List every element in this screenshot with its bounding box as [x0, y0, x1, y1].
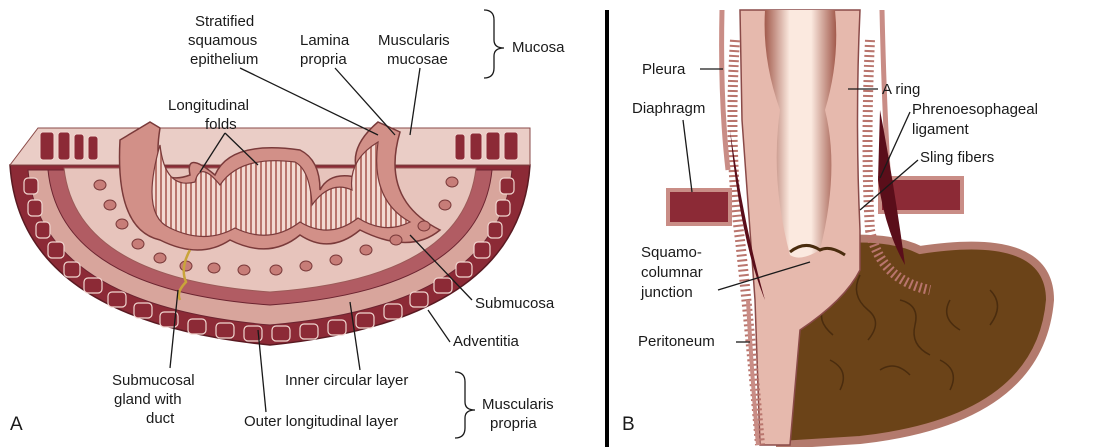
label-stratified-3: epithelium [190, 51, 258, 68]
label-lamina-1: Lamina [300, 32, 350, 49]
label-submucosal-gland-1: Submucosal [112, 372, 195, 389]
diaphragm-left [668, 190, 730, 224]
label-submucosal-gland-3: duct [146, 410, 175, 427]
label-lamina-2: propria [300, 51, 347, 68]
label-stratified-2: squamous [188, 32, 257, 49]
label-muscularis-mucosae-2: mucosae [387, 51, 448, 68]
panel-b-gastroesophageal-junction [668, 10, 1050, 445]
label-diaphragm: Diaphragm [632, 100, 705, 117]
label-phrenoesophageal-2: ligament [912, 121, 970, 138]
panel-letter-b: B [622, 414, 635, 435]
label-squamo-1: Squamo- [641, 244, 702, 261]
panel-a-cross-section [10, 122, 530, 345]
label-muscularis-propria-1: Muscularis [482, 396, 554, 413]
label-a-ring: A ring [882, 81, 920, 98]
label-submucosa: Submucosa [475, 295, 555, 312]
label-muscularis-propria-2: propria [490, 415, 537, 432]
pleura-left [722, 10, 728, 170]
label-peritoneum: Peritoneum [638, 333, 715, 350]
label-submucosal-gland-2: gland with [114, 391, 182, 408]
panel-letter-a: A [10, 414, 23, 435]
panel-divider [605, 10, 609, 447]
label-stratified-1: Stratified [195, 13, 254, 30]
label-squamo-3: junction [640, 284, 693, 301]
label-sling-fibers: Sling fibers [920, 149, 994, 166]
label-mucosa: Mucosa [512, 39, 565, 56]
label-outer-longitudinal: Outer longitudinal layer [244, 413, 398, 430]
label-phrenoesophageal-1: Phrenoesophageal [912, 101, 1038, 118]
label-longitudinal-folds-2: folds [205, 116, 237, 133]
label-squamo-2: columnar [641, 264, 703, 281]
label-adventitia: Adventitia [453, 333, 520, 350]
label-muscularis-mucosae-1: Muscularis [378, 32, 450, 49]
label-inner-circular: Inner circular layer [285, 372, 408, 389]
label-longitudinal-folds-1: Longitudinal [168, 97, 249, 114]
label-pleura: Pleura [642, 61, 686, 78]
